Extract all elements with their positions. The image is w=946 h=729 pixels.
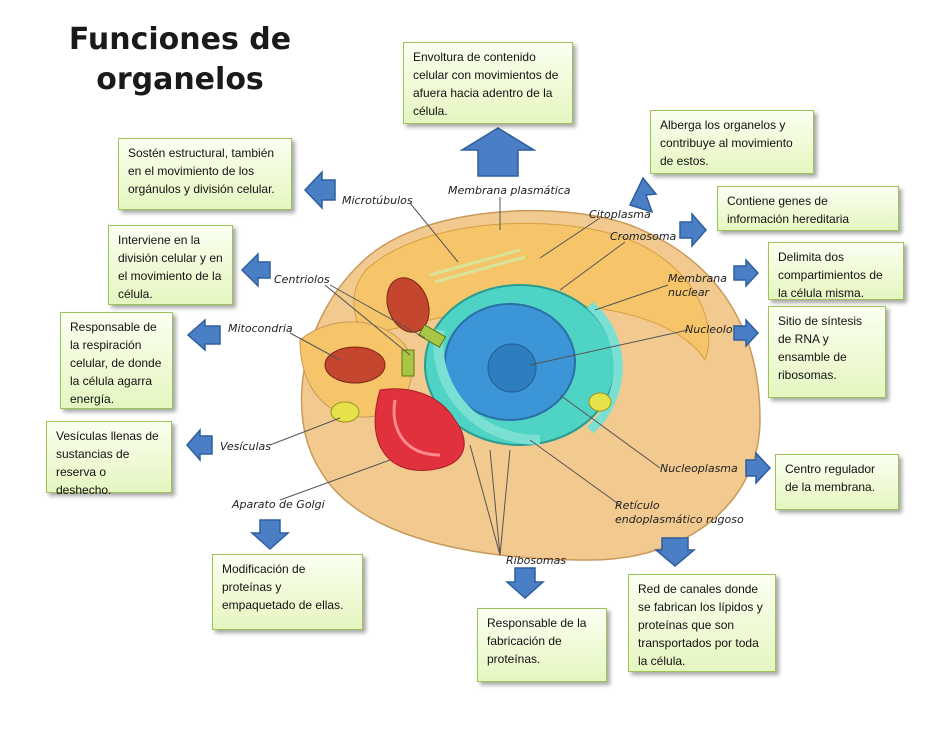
box-ribosomas: Responsable de la fabricación de proteín…	[477, 608, 607, 682]
arrow-right-nucleoplasma	[745, 451, 772, 485]
vesicle-1	[330, 401, 360, 423]
box-membrana-plasmatica: Envoltura de contenido celular con movim…	[403, 42, 573, 124]
centriole-1	[401, 349, 415, 377]
label-membrana-plasmatica: Membrana plasmática	[448, 184, 571, 197]
arrow-down-ribosomas	[505, 567, 545, 600]
mitochondrion-1	[386, 277, 430, 333]
leader-nucleoplasma	[559, 394, 661, 469]
label-membrana-nuclear-1: Membrana	[668, 272, 727, 285]
leader-golgi	[279, 459, 391, 501]
leader-ribosomas-2	[489, 449, 501, 556]
er-ribbon-2	[586, 301, 623, 434]
label-membrana-nuclear-2: nuclear	[668, 286, 710, 299]
box-mitocondria: Responsable de la respiración celular, d…	[60, 312, 173, 409]
leader-ribosomas-1	[469, 444, 501, 556]
box-cromosoma: Contiene genes de información hereditari…	[717, 186, 899, 231]
box-aparato-golgi: Modificación de proteínas y empaquetado …	[212, 554, 363, 630]
arrow-right-cromosoma	[679, 212, 707, 248]
box-microtubulos: Sostén estructural, también en el movimi…	[118, 138, 292, 210]
arrow-left-microtubulos	[303, 170, 336, 210]
label-reticulo-1: Retículo	[615, 499, 660, 512]
label-nucleolo: Nucleolo	[685, 323, 733, 336]
leader-mitocondria	[289, 332, 341, 361]
arrow-right-membrana-nuclear	[733, 258, 760, 288]
label-vesiculas: Vesículas	[220, 440, 271, 453]
arrow-up-membrana	[459, 127, 537, 177]
arrow-down-reticulo	[653, 537, 697, 567]
leader-nucleolo	[529, 329, 689, 366]
microtubule-1	[429, 248, 521, 277]
leader-membrana-nuclear	[594, 284, 669, 311]
page-title: Funciones de organelos	[60, 20, 300, 100]
er-ribbon-1	[433, 329, 541, 445]
nucleolus	[487, 343, 537, 393]
label-reticulo-2: endoplasmático rugoso	[615, 513, 744, 526]
arrows	[186, 127, 772, 600]
centriole-2	[417, 324, 447, 348]
leader-lines	[269, 197, 689, 556]
leader-centriolos-2	[329, 284, 426, 339]
arrow-left-mitocondria	[186, 318, 221, 352]
arrow-left-centriolos	[240, 252, 271, 288]
label-nucleoplasma: Nucleoplasma	[660, 462, 738, 475]
box-citoplasma: Alberga los organelos y contribuye al mo…	[650, 110, 814, 174]
leader-reticulo	[529, 439, 621, 506]
leader-citoplasma	[539, 217, 601, 259]
arrow-right-nucleolo	[733, 318, 760, 348]
leader-microtubulos	[409, 202, 459, 263]
box-nucleoplasma: Centro regulador de la membrana.	[775, 454, 899, 510]
leader-cromosoma	[559, 241, 626, 291]
label-cromosoma: Cromosoma	[610, 230, 677, 243]
arrow-upright-citoplasma	[628, 176, 658, 214]
box-centriolos: Interviene en la división celular y en e…	[108, 225, 233, 305]
vesicle-2	[588, 392, 612, 412]
label-aparato-golgi: Aparato de Golgi	[232, 498, 325, 511]
box-reticulo: Red de canales donde se fabrican los líp…	[628, 574, 776, 672]
label-citoplasma: Citoplasma	[589, 208, 651, 221]
microtubule-2	[434, 255, 526, 284]
label-microtubulos: Microtúbulos	[342, 194, 413, 207]
label-centriolos: Centriolos	[274, 273, 330, 286]
box-nucleolo: Sitio de síntesis de RNA y ensamble de r…	[768, 306, 886, 398]
label-ribosomas: Ribosomas	[506, 554, 567, 567]
box-vesiculas: Vesículas llenas de sustancias de reserv…	[46, 421, 172, 497]
label-mitocondria: Mitocondria	[228, 322, 293, 335]
golgi-body	[374, 388, 465, 471]
mitochondrion-2	[324, 346, 386, 384]
title-line-1: Funciones de	[68, 22, 292, 57]
arrow-left-vesiculas	[186, 427, 213, 463]
arrow-down-golgi	[250, 519, 290, 551]
leader-ribosomas-3	[499, 449, 511, 556]
box-membrana-nuclear: Delimita dos compartimientos de la célul…	[768, 242, 904, 300]
leader-vesiculas	[269, 417, 341, 446]
leader-centriolos-1	[324, 284, 411, 356]
golgi-fold	[392, 399, 441, 457]
title-line-2: organelos	[96, 62, 264, 97]
